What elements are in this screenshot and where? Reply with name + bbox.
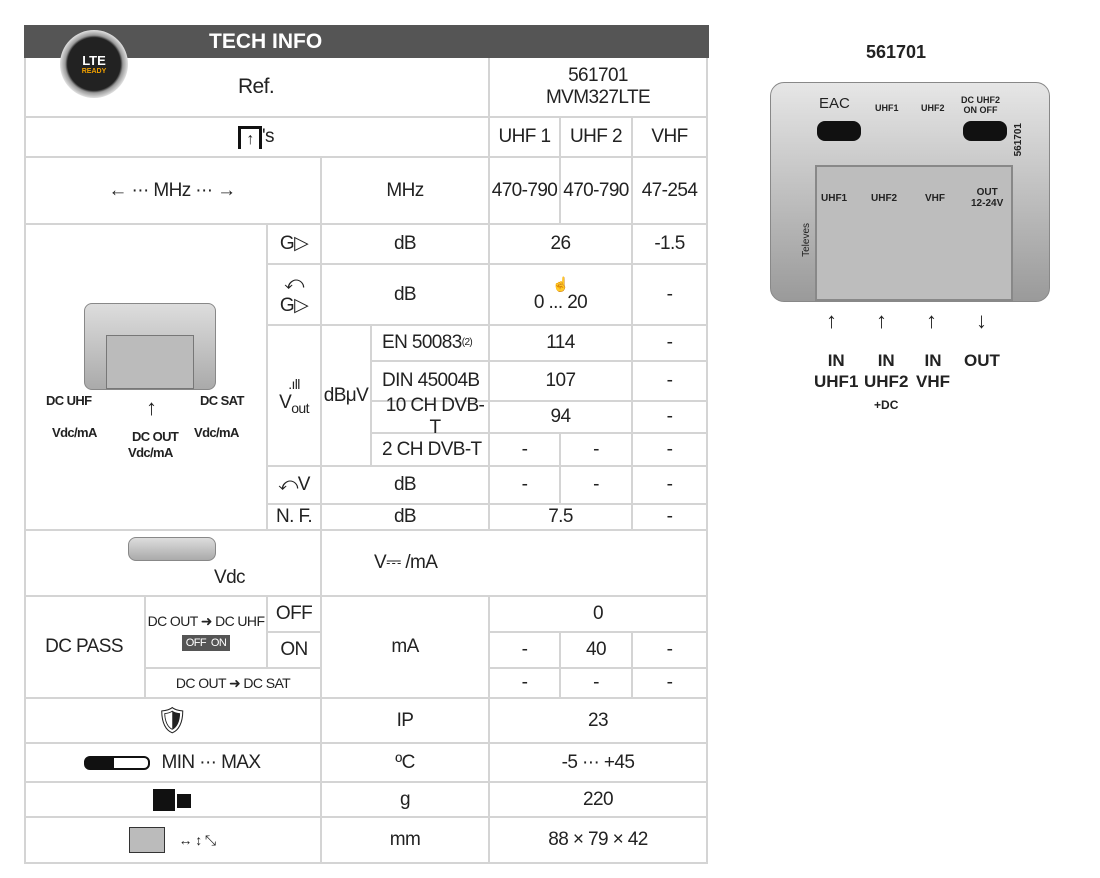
dc-pass-off: OFF [268,597,322,633]
vout-value: - [633,326,708,362]
dc-pass-sat-value: - [490,669,561,699]
header-title: TECH INFO [209,30,323,53]
temperature-value: -5 ··· +45 [490,744,708,783]
dc-pass-on-value: - [490,633,561,669]
vout-adjust-value: - [561,467,633,505]
col-vhf: VHF [633,118,708,158]
ip-unit: IP [322,699,490,744]
vout-std: 10 CH DVB-T [372,395,490,438]
freq-uhf2: 470-790 [561,158,633,225]
vout-value: 94 [490,402,633,434]
vout-value: 107 [490,362,633,402]
dc-pass-on-value: 40 [561,633,633,669]
gain-adjust-icon: ⤺G▷ [268,265,322,326]
vout-std: EN 50083(2) [372,326,490,362]
tech-info-header: TECH INFO [24,25,709,58]
adjust-hand-icon: ☝ [552,275,569,292]
signal-level-icon: .ıll [288,375,300,392]
dc-pass-on-value: - [633,633,708,669]
col-uhf1: UHF 1 [490,118,561,158]
nf-uhf: 7.5 [490,505,633,531]
vout-value: - [633,434,708,467]
dc-pass-sat-value: - [561,669,633,699]
vout-value: - [490,434,561,467]
vout-value: - [561,434,633,467]
nf-label: N. F. [268,505,322,531]
vout-unit: dBμV [322,326,372,467]
vout-adjust-value: - [633,467,708,505]
vout-std: DIN 45004B [372,362,490,402]
weight-value: 220 [490,783,708,818]
dc-pass-unit: mA [322,597,490,699]
vout-value: - [633,402,708,434]
frequency-unit: MHz [322,158,490,225]
frequency-label: ← ··· MHz ··· → [24,158,322,225]
nf-unit: dB [322,505,490,531]
inputs-label: ↑'s [24,118,490,158]
gain-vhf: -1.5 [633,225,708,265]
product-title: 561701 [866,42,927,62]
nf-vhf: - [633,505,708,531]
thermometer-icon [83,755,150,770]
freq-uhf1: 470-790 [490,158,561,225]
ip-value: 23 [490,699,708,744]
dc-pass-label: DC PASS [24,597,146,699]
gain-icon: G▷ [268,225,322,265]
freq-vhf: 47-254 [633,158,708,225]
vout-adjust-icon: ⤺V [268,467,322,505]
vout-value: 114 [490,326,633,362]
dc-pass-sat-value: - [633,669,708,699]
dimensions-label: ↔ ↕ ⤡ [24,818,322,864]
dc-pass-off-value: 0 [490,597,708,633]
gain-adjust-unit: dB [322,265,490,326]
dimensions-value: 88 × 79 × 42 [490,818,708,864]
temperature-unit: ºC [322,744,490,783]
vdc-label: Vdc [24,531,322,597]
vout-value: - [633,362,708,402]
weight-icon [24,783,322,818]
temperature-label: MIN ··· MAX [24,744,322,783]
weight-unit: g [322,783,490,818]
ref-label: Ref. [24,58,490,118]
gain-adjust-uhf: ☝0 ... 20 [490,265,633,326]
gain-uhf: 26 [490,225,633,265]
vout-adjust-value: - [490,467,561,505]
dc-pass-sat-label: DC OUT ➜ DC SAT [146,669,322,699]
gain-adjust-vhf: - [633,265,708,326]
dc-switch-icon: OFF ON [181,634,231,652]
vout-adjust-unit: dB [322,467,490,505]
gain-unit: dB [322,225,490,265]
terminal-icon [128,537,216,561]
input-port-icon: ↑ [238,125,263,149]
connection-diagram: DC UHF Vdc/mA ↑ DC OUT Vdc/mA DC SAT Vdc… [24,225,268,531]
dc-pass-on: ON [268,633,322,669]
box-icon [128,827,165,853]
dimensions-unit: mm [322,818,490,864]
ip-shield-icon: 🛡 [24,699,322,744]
vout-std: 2 CH DVB-T [372,434,490,467]
vdc-unit: V⎓ /mA [322,531,708,597]
col-uhf2: UHF 2 [561,118,633,158]
